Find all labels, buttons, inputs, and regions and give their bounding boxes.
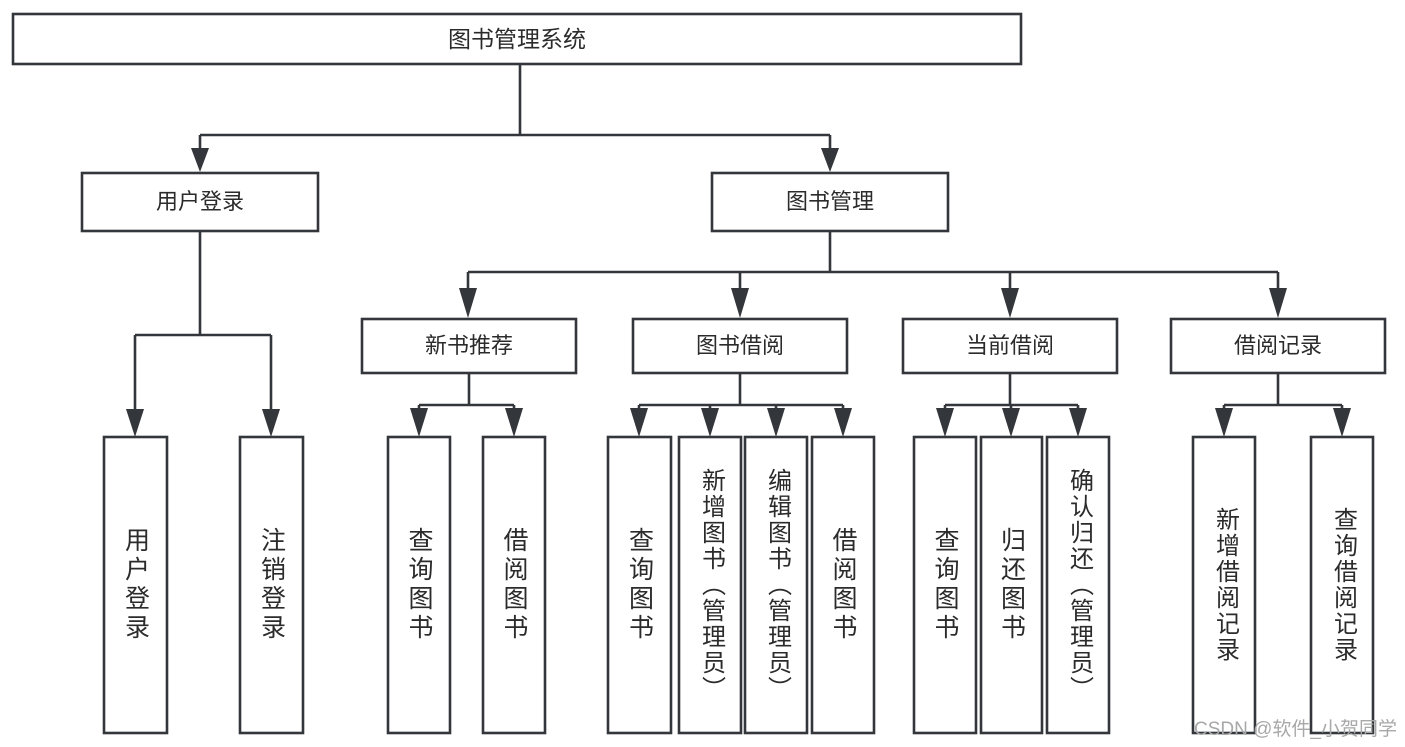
node-book-management-box[interactable] — [710, 171, 950, 233]
node-user-login[interactable]: 用户登录 — [80, 171, 320, 233]
node-user-login-label: 用户登录 — [156, 189, 244, 214]
arrow-book-borrow-icon — [731, 288, 749, 318]
arrow-new-book-recommend-icon — [459, 288, 477, 318]
leaf-box-add-book[interactable] — [677, 435, 743, 735]
leaf-box-borrow-book-1[interactable] — [481, 435, 547, 735]
watermark-text: CSDN @软件_小贺同学 — [1194, 719, 1397, 740]
node-current-borrow[interactable]: 当前借阅 — [901, 317, 1119, 375]
node-new-book-recommend[interactable]: 新书推荐 — [360, 317, 578, 375]
leaf-box-user-logout[interactable] — [238, 435, 305, 735]
arrow-leaf-confirm-return-icon — [1069, 408, 1087, 437]
leaf-box-query-record[interactable] — [1309, 435, 1375, 735]
node-book-management-label: 图书管理 — [786, 189, 874, 214]
leaf-box-query-book-1[interactable] — [386, 435, 452, 735]
node-new-book-recommend-label: 新书推荐 — [425, 333, 513, 358]
arrow-leaf-query-book-2-icon — [630, 408, 648, 437]
leaf-box-query-book-3[interactable] — [912, 435, 978, 735]
arrow-leaf-borrow-book-2-icon — [834, 408, 852, 437]
node-root-box[interactable] — [11, 12, 1023, 66]
leaf-box-query-book-2[interactable] — [606, 435, 673, 735]
leaf-box-return-book[interactable] — [979, 435, 1044, 735]
arrow-current-borrow-icon — [1001, 288, 1019, 318]
node-root[interactable]: 图书管理系统 — [11, 12, 1023, 66]
leaf-box-borrow-book-2[interactable] — [810, 435, 876, 735]
node-borrow-record[interactable]: 借阅记录 — [1169, 317, 1387, 375]
arrow-to-user-login-icon — [191, 148, 209, 172]
node-book-borrow-label: 图书借阅 — [696, 333, 784, 358]
leaf-box-user-login[interactable] — [102, 435, 169, 735]
arrow-leaf-user-login-icon — [126, 409, 144, 437]
node-borrow-record-label: 借阅记录 — [1234, 333, 1322, 358]
node-book-borrow[interactable]: 图书借阅 — [631, 317, 849, 375]
arrow-borrow-record-icon — [1269, 288, 1287, 318]
arrow-leaf-query-record-icon — [1333, 408, 1351, 437]
arrow-leaf-user-logout-icon — [262, 409, 280, 437]
leaf-box-confirm-return[interactable] — [1045, 435, 1111, 735]
node-new-book-recommend-box[interactable] — [360, 317, 578, 375]
arrow-leaf-query-book-1-icon — [410, 408, 428, 437]
node-current-borrow-label: 当前借阅 — [966, 333, 1054, 358]
arrow-leaf-edit-book-icon — [767, 408, 785, 437]
node-borrow-record-box[interactable] — [1169, 317, 1387, 375]
arrow-leaf-add-book-icon — [701, 408, 719, 437]
node-root-label: 图书管理系统 — [448, 26, 586, 52]
node-book-management[interactable]: 图书管理 — [710, 171, 950, 233]
arrow-leaf-add-record-icon — [1215, 408, 1233, 437]
node-book-borrow-box[interactable] — [631, 317, 849, 375]
leaf-box-add-record[interactable] — [1191, 435, 1257, 735]
arrow-to-book-management-icon — [821, 148, 839, 172]
arrow-leaf-query-book-3-icon — [936, 408, 954, 437]
arrow-leaf-borrow-book-1-icon — [505, 408, 523, 437]
node-current-borrow-box[interactable] — [901, 317, 1119, 375]
leaf-box-edit-book[interactable] — [743, 435, 809, 735]
arrow-leaf-return-book-icon — [1002, 408, 1020, 437]
